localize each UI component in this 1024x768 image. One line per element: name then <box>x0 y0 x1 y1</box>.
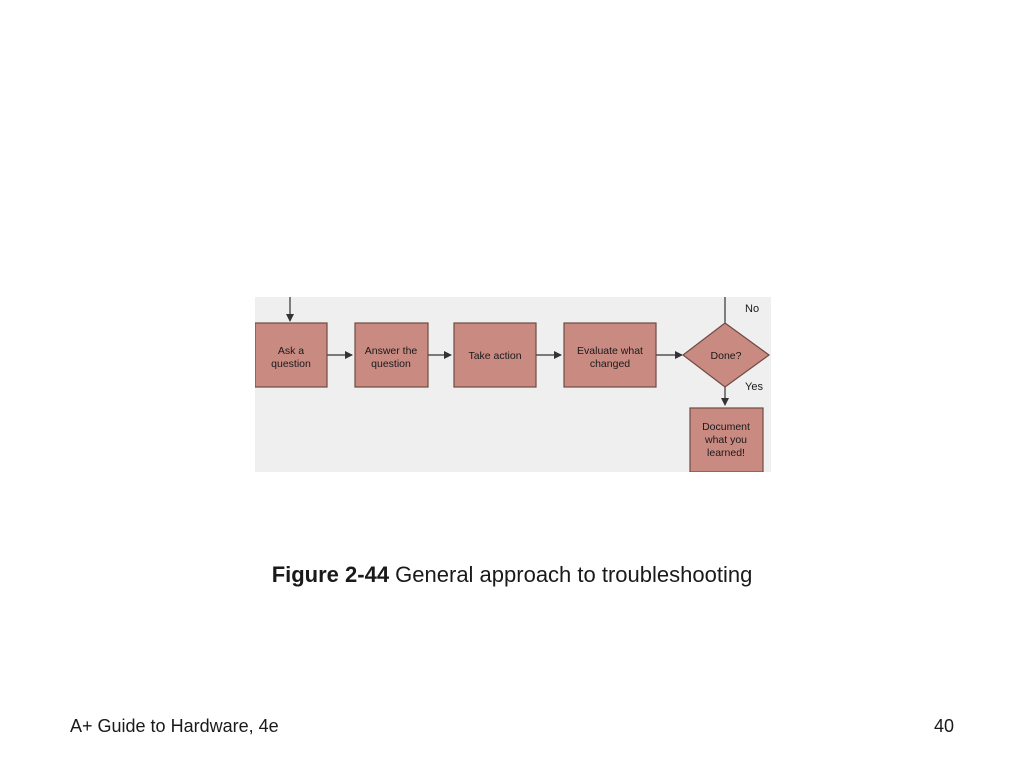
node-done-decision: Done? <box>682 322 771 388</box>
figure-caption: Figure 2-44 General approach to troubles… <box>0 562 1024 588</box>
node-document-line-1: Document <box>702 421 750 433</box>
node-evaluate-line-2: changed <box>590 358 630 370</box>
footer-page-number: 40 <box>933 716 954 736</box>
flowchart-svg: No Yes Ask a question Answer the questio… <box>255 297 771 472</box>
node-answer-line-1: Answer the <box>365 345 418 357</box>
footer-book-title: A+ Guide to Hardware, 4e <box>70 716 279 736</box>
flowchart-figure: No Yes Ask a question Answer the questio… <box>255 297 771 472</box>
node-done-label: Done? <box>711 350 742 362</box>
node-evaluate-changed: Evaluate what changed <box>563 322 657 388</box>
figure-caption-text: General approach to troubleshooting <box>389 562 753 587</box>
edge-label-no: No <box>745 303 759 315</box>
node-answer-line-2: question <box>371 358 411 370</box>
node-document-learned: Document what you learned! <box>689 407 764 472</box>
edge-label-yes: Yes <box>745 381 763 393</box>
node-document-line-2: what you <box>704 434 747 446</box>
node-document-line-3: learned! <box>707 447 745 459</box>
node-ask-question: Ask a question <box>255 322 328 388</box>
flowchart-edges <box>286 297 729 406</box>
node-take-action: Take action <box>453 322 537 388</box>
node-ask-line-1: Ask a <box>278 345 304 357</box>
node-action-line-1: Take action <box>468 350 521 362</box>
figure-number: Figure 2-44 <box>271 562 390 587</box>
node-evaluate-line-1: Evaluate what <box>577 345 643 357</box>
node-ask-line-2: question <box>271 358 311 370</box>
node-answer-question: Answer the question <box>354 322 429 388</box>
